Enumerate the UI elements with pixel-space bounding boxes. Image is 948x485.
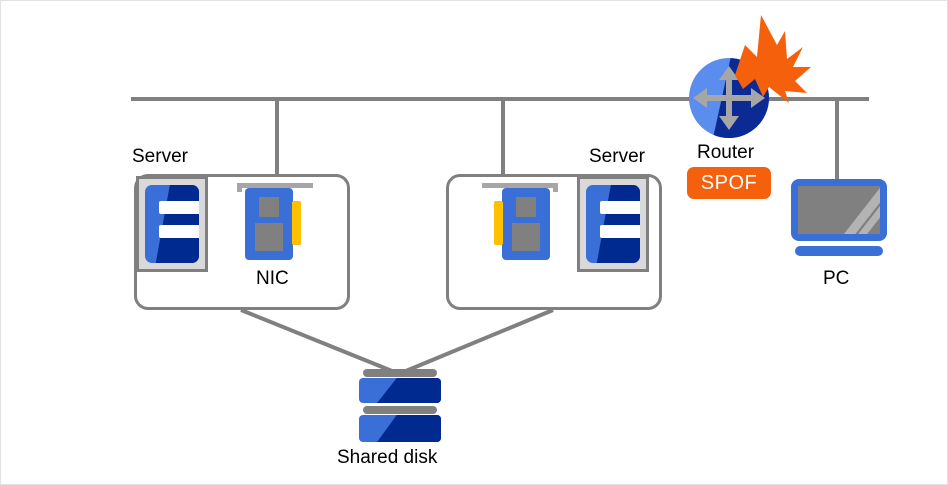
- router-label: Router: [697, 142, 755, 163]
- nic-right-icon: [478, 183, 558, 263]
- network-bus-line: [131, 97, 869, 101]
- nic-left-icon: [237, 183, 317, 263]
- pc-drop-line: [835, 97, 839, 179]
- lightning-burst-icon: [723, 9, 823, 105]
- monitor-base: [795, 246, 883, 256]
- monitor-icon[interactable]: [791, 179, 887, 241]
- pc-label: PC: [823, 268, 850, 289]
- disk-stack-icon[interactable]: [359, 369, 441, 443]
- shared-disk-label: Shared disk: [337, 447, 438, 468]
- server-tower-icon: [136, 176, 208, 272]
- spof-badge: SPOF: [687, 167, 771, 199]
- right-server-drop-line: [501, 97, 505, 175]
- nic-left-label: NIC: [256, 268, 289, 289]
- left-server-drop-line: [275, 97, 279, 175]
- server-left-label: Server: [132, 146, 188, 167]
- server-right-label: Server: [589, 146, 645, 167]
- server-tower-icon: [577, 176, 649, 272]
- router-arrows-icon: [693, 66, 765, 130]
